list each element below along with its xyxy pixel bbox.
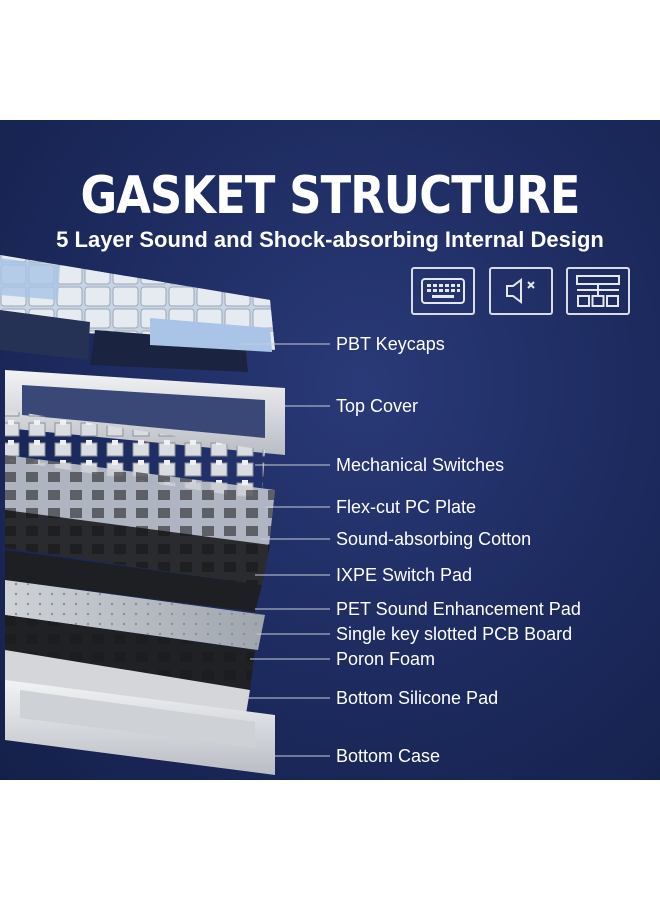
- label-poron-foam: Poron Foam: [336, 649, 436, 669]
- keycaps-layer: [0, 255, 275, 372]
- label-top-cover: Top Cover: [336, 396, 419, 416]
- poron-foam-layer: [5, 615, 255, 690]
- label-bottom-silicone-pad: Bottom Silicone Pad: [336, 688, 499, 708]
- title: GASKET STRUCTURE: [80, 166, 580, 226]
- switches-layer: [5, 410, 265, 500]
- label-pcb-board: Single key slotted PCB Board: [336, 624, 573, 644]
- label-sound-absorbing-cotton: Sound-absorbing Cotton: [336, 529, 532, 549]
- label-flex-cut-pc-plate: Flex-cut PC Plate: [336, 497, 477, 517]
- keyboard-icon: [411, 267, 475, 315]
- subtitle: 5 Layer Sound and Shock-absorbing Intern…: [56, 227, 604, 252]
- silicone-pad-layer: [5, 650, 250, 720]
- label-mechanical-switches: Mechanical Switches: [336, 455, 505, 475]
- label-pbt-keycaps: PBT Keycaps: [336, 334, 445, 354]
- pc-plate-layer: [5, 455, 275, 555]
- layer-structure-icon: [566, 267, 630, 315]
- bottom-case-layer: [5, 680, 275, 775]
- leader-lines: [240, 343, 330, 757]
- ixpe-pad-layer: [5, 550, 262, 612]
- label-pet-sound-enhancement-pad: PET Sound Enhancement Pad: [336, 599, 581, 619]
- cotton-layer: [5, 510, 270, 585]
- label-bottom-case: Bottom Case: [336, 746, 441, 766]
- mute-speaker-icon: [489, 267, 553, 315]
- label-ixpe-switch-pad: IXPE Switch Pad: [336, 565, 473, 585]
- pcb-layer: [5, 580, 265, 650]
